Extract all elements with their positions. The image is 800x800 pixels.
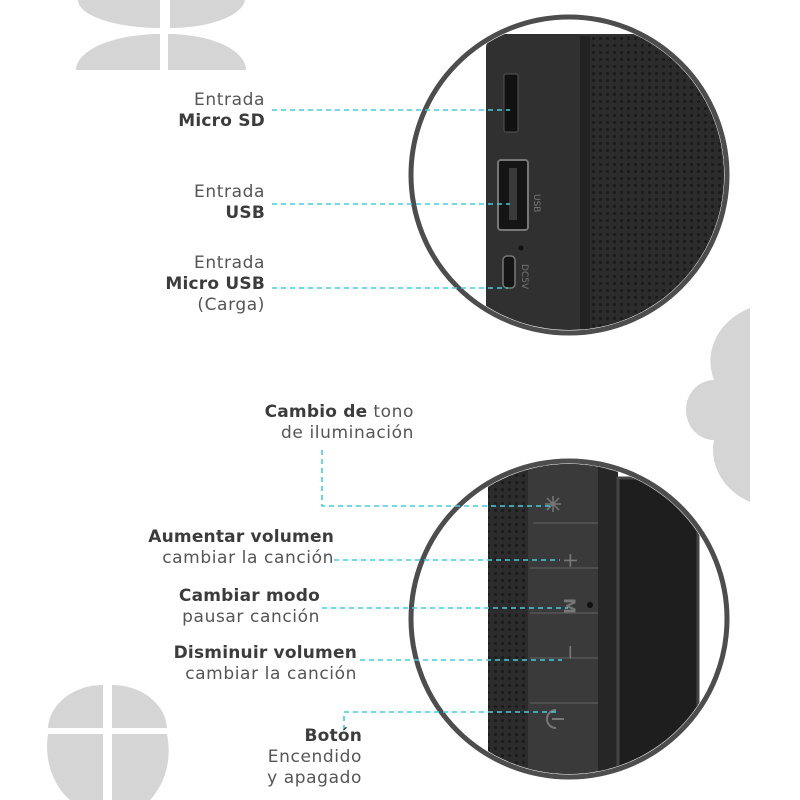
decor-shape-top-left-d: [168, 34, 246, 70]
plus-icon[interactable]: +: [559, 552, 583, 569]
micro-usb-port-icon: [502, 255, 516, 289]
decor-shape-top-left-a: [78, 0, 160, 28]
label-mode: Cambiar modo pausar canción: [178, 586, 320, 627]
decor-shape-bottom-left-d: [112, 734, 169, 800]
button-strip: [528, 464, 608, 774]
decor-shape-bottom-left-c: [47, 734, 103, 800]
label-micro-usb: Entrada Micro USB (Carga): [165, 253, 265, 315]
label-usb: Entrada USB: [194, 182, 265, 223]
dc-marking: DC5V: [519, 264, 529, 290]
status-led-icon: [518, 245, 524, 251]
decor-shape-right-cloud: [686, 308, 750, 502]
decor-shape-top-left-c: [76, 34, 160, 70]
mic-hole-icon: [587, 602, 593, 608]
minus-icon[interactable]: −: [559, 644, 583, 661]
mode-icon[interactable]: M: [560, 598, 579, 614]
usb-marking: USB: [531, 194, 541, 212]
ports-closeup: USB DC5V: [408, 14, 730, 336]
label-power: Botón Encendido y apagado: [267, 726, 362, 788]
decor-shape-bottom-left-a: [48, 685, 103, 728]
micro-sd-slot-icon: [503, 73, 519, 133]
light-icon: [545, 496, 561, 512]
decor-shape-bottom-left-b: [112, 685, 167, 728]
label-volume-up: Aumentar volumen cambiar la canción: [148, 527, 334, 568]
decor-shape-top-left-b: [170, 0, 245, 29]
label-micro-sd: Entrada Micro SD: [178, 90, 265, 131]
label-light-tone: Cambio de tono de iluminación: [264, 402, 414, 443]
speaker-mesh: [588, 36, 724, 330]
label-volume-down: Disminuir volumen cambiar la canción: [173, 643, 357, 684]
buttons-closeup: + M −: [408, 458, 730, 780]
